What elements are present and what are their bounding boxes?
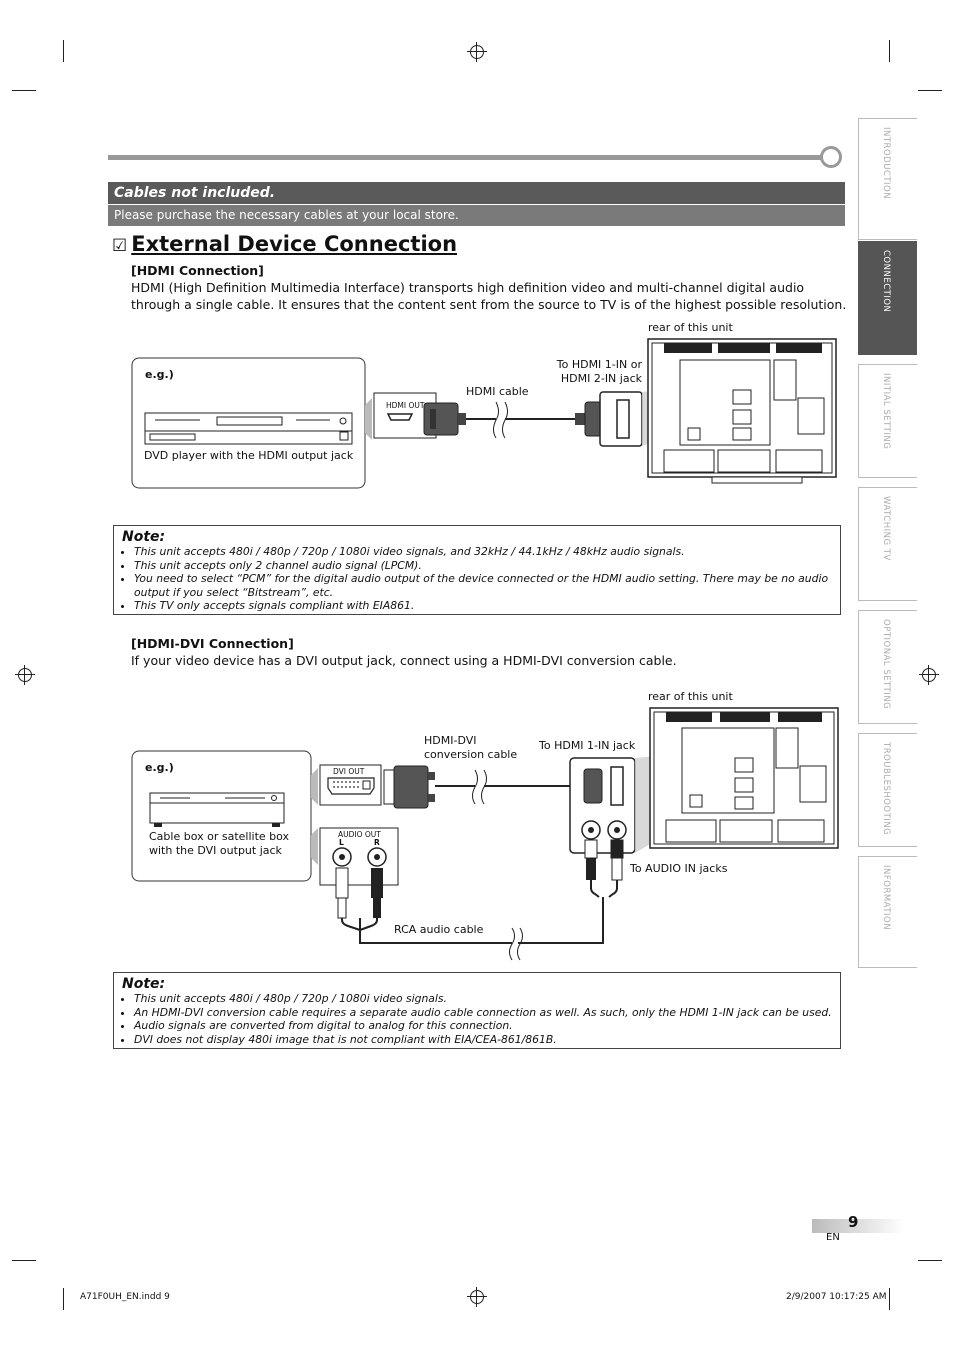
crop-mark [889, 40, 890, 62]
dvi-out-label: DVI OUT [333, 767, 365, 776]
eg-label: e.g.) [145, 761, 174, 774]
note-item: DVI does not display 480i image that is … [134, 1033, 832, 1047]
hdmi-heading: [HDMI Connection] [131, 263, 264, 278]
page-number: 9 [848, 1213, 859, 1231]
registration-mark-icon [15, 665, 35, 685]
page-lang: EN [826, 1232, 840, 1243]
note-item: This TV only accepts signals compliant w… [134, 599, 832, 613]
hdmi-cable-label: HDMI cable [466, 385, 529, 398]
page-number-bar [812, 1219, 904, 1233]
crop-mark [63, 1288, 64, 1310]
registration-mark-icon [467, 1287, 487, 1307]
side-tab-connection[interactable]: CONNECTION [858, 241, 917, 355]
section-title: ☑External Device Connection [112, 232, 457, 256]
dvi-description: If your video device has a DVI output ja… [131, 653, 677, 668]
crop-mark [12, 1260, 36, 1261]
side-tab-watching-tv[interactable]: WATCHING TV [858, 487, 917, 601]
crop-mark [12, 90, 36, 91]
dvi-heading: [HDMI-DVI Connection] [131, 636, 294, 651]
tv-rear-icon [649, 707, 839, 849]
note-title: Note: [122, 529, 166, 545]
crop-mark [918, 90, 942, 91]
header-rule-circle [820, 146, 842, 168]
hdmi-dvi-cable-label: HDMI-DVI conversion cable [424, 734, 518, 761]
side-tab-introduction[interactable]: INTRODUCTION [858, 118, 917, 240]
side-tab-information[interactable]: INFORMATION [858, 856, 917, 968]
rear-of-unit-label: rear of this unit [648, 690, 733, 703]
audio-in-label: To AUDIO IN jacks [630, 862, 728, 875]
cable-box-caption: Cable box or satellite box with the DVI … [149, 830, 290, 857]
side-tab-initial-setting[interactable]: INITIAL SETTING [858, 364, 917, 478]
cables-banner-title: Cables not included. [108, 182, 845, 204]
hdmi-out-label: HDMI OUT [386, 401, 425, 410]
crop-mark [63, 40, 64, 62]
footer-date: 2/9/2007 10:17:25 AM [786, 1292, 887, 1302]
note-item: This unit accepts only 2 channel audio s… [134, 559, 832, 573]
dvd-player-icon [144, 412, 353, 445]
side-tab-troubleshooting[interactable]: TROUBLESHOOTING [858, 733, 917, 847]
tv-rear-icon [647, 338, 837, 484]
eg-label: e.g.) [145, 368, 174, 381]
side-tab-optional-setting[interactable]: OPTIONAL SETTING [858, 610, 917, 724]
audio-r-label: R [374, 838, 380, 847]
crop-mark [918, 1260, 942, 1261]
cable-box-icon [149, 792, 285, 827]
checkbox-icon: ☑ [112, 236, 128, 256]
section-title-text: External Device Connection [131, 232, 458, 256]
audio-l-label: L [339, 838, 344, 847]
hdmi-description: HDMI (High Definition Multimedia Interfa… [131, 280, 847, 312]
note-title: Note: [122, 976, 166, 992]
note-hdmi: Note: This unit accepts 480i / 480p / 72… [113, 525, 841, 615]
note-item: You need to select “PCM” for the digital… [134, 572, 832, 599]
footer-file: A71F0UH_EN.indd 9 [80, 1292, 170, 1302]
note-item: This unit accepts 480i / 480p / 720p / 1… [134, 545, 832, 559]
audio-out-label: AUDIO OUT [338, 830, 381, 839]
note-dvi: Note: This unit accepts 480i / 480p / 72… [113, 972, 841, 1049]
note-item: Audio signals are converted from digital… [134, 1019, 832, 1033]
note-item: This unit accepts 480i / 480p / 720p / 1… [134, 992, 832, 1006]
rear-of-unit-label: rear of this unit [648, 321, 733, 334]
rca-cable-label: RCA audio cable [394, 923, 484, 936]
hdmi-jack-label: To HDMI 1-IN or HDMI 2-IN jack [556, 358, 642, 385]
hdmi1-jack-label: To HDMI 1-IN jack [539, 739, 636, 752]
crop-mark [889, 1288, 890, 1310]
registration-mark-icon [919, 665, 939, 685]
cables-banner-text: Please purchase the necessary cables at … [108, 205, 845, 226]
note-item: An HDMI-DVI conversion cable requires a … [134, 1006, 832, 1020]
dvd-device-caption: DVD player with the HDMI output jack [144, 449, 354, 462]
header-rule [108, 155, 828, 160]
registration-mark-icon [467, 42, 487, 62]
